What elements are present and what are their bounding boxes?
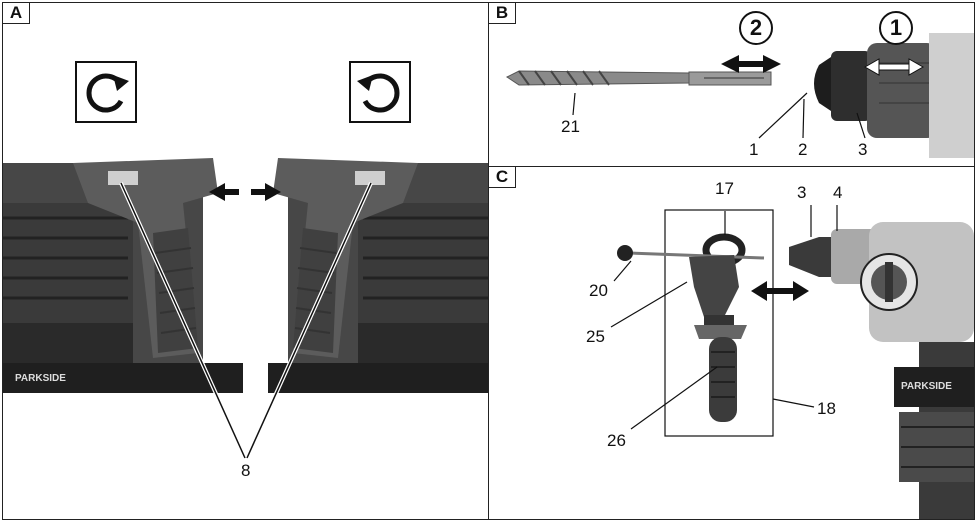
panel-a: A PARKSIDE <box>2 2 489 520</box>
panel-c: C PARKSIDE <box>488 166 975 520</box>
callout-2: 2 <box>798 140 808 159</box>
panel-c-drawing: PARKSIDE <box>610 205 974 519</box>
rotation-counterclockwise-box <box>349 61 411 123</box>
counterclockwise-arrow-icon <box>357 73 400 113</box>
callout-18: 18 <box>817 399 836 418</box>
panel-b-drawing <box>506 33 974 158</box>
step-2-badge: 2 <box>739 11 773 45</box>
callout-4: 4 <box>833 183 843 202</box>
rotation-clockwise-box <box>75 61 137 123</box>
callout-8: 8 <box>241 461 251 480</box>
clockwise-arrow-icon <box>86 73 129 113</box>
step-1-badge: 1 <box>879 11 913 45</box>
callout-1: 1 <box>749 140 759 159</box>
callout-20: 20 <box>589 281 608 300</box>
brand-text-c: PARKSIDE <box>901 381 952 392</box>
drill-bit <box>506 70 772 86</box>
panel-b-tag: B <box>489 3 516 24</box>
callout-21: 21 <box>561 117 580 136</box>
panel-c-tag: C <box>489 167 516 188</box>
panel-a-drawing: PARKSIDE <box>3 158 488 519</box>
callout-17: 17 <box>715 179 734 198</box>
brand-text-left: PARKSIDE <box>15 373 66 384</box>
callout-3: 3 <box>858 140 868 159</box>
callout-26: 26 <box>607 431 626 450</box>
callout-25: 25 <box>586 327 605 346</box>
panel-b: B 2 1 <box>488 2 975 167</box>
callout-3c: 3 <box>797 183 807 202</box>
panel-a-tag: A <box>3 3 30 24</box>
